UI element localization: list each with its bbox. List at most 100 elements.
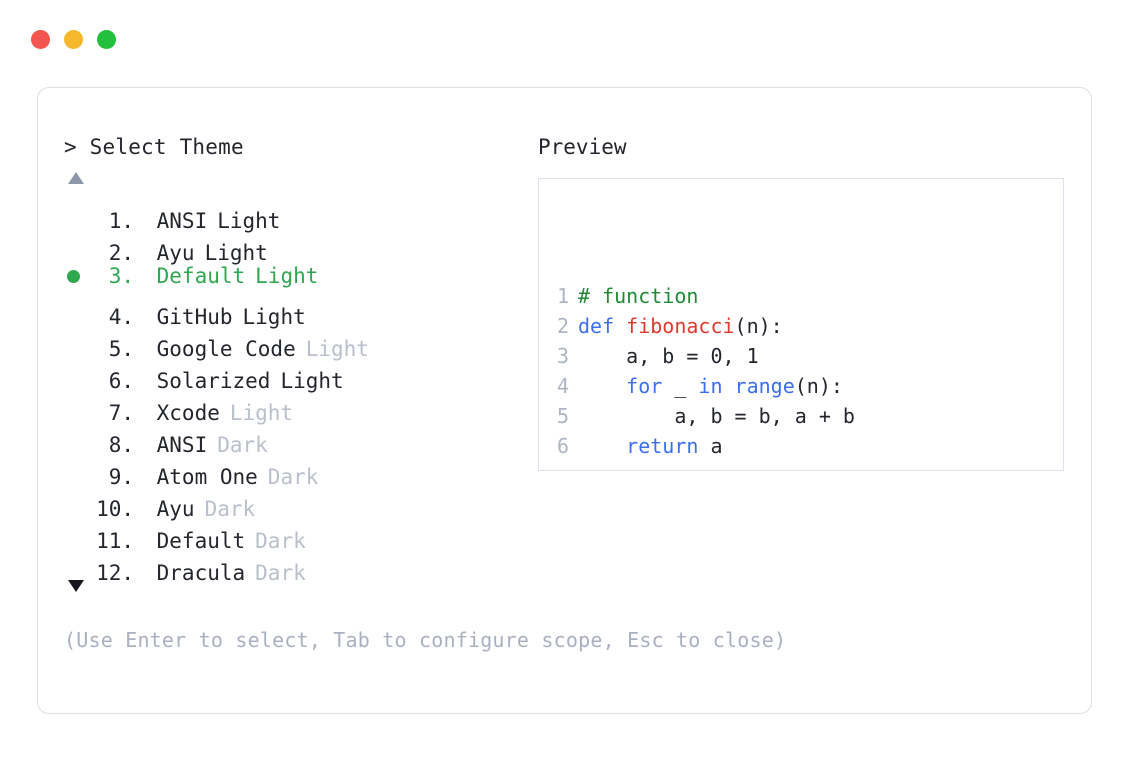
theme-list-item[interactable]: 4. GitHub Light [64, 292, 534, 329]
code-token: (n): [794, 374, 843, 398]
theme-item-index: 10. [96, 497, 134, 521]
theme-item-variant: Light [255, 264, 319, 288]
code-line: 6 return a [549, 431, 1063, 461]
code-line: 5 a, b = b, a + b [549, 401, 1063, 431]
line-number: 3 [556, 344, 569, 368]
theme-item-variant: Light [242, 305, 306, 329]
code-line: 4 for _ in range(n): [549, 371, 1063, 401]
theme-item-name: Google Code [144, 337, 296, 361]
theme-list-item[interactable]: 9. Atom One Dark [64, 452, 534, 489]
theme-item-variant: Light [280, 369, 344, 393]
code-line: 1 # function [549, 281, 1063, 311]
theme-item-name: Solarized [144, 369, 271, 393]
theme-item-index: 3. [108, 264, 134, 288]
code-token: fibonacci [626, 314, 735, 338]
theme-list-item[interactable]: 10. Ayu Dark [64, 484, 534, 521]
code-token: a [698, 434, 723, 458]
selection-bullet-slot [64, 516, 92, 548]
triangle-up-icon[interactable] [68, 172, 84, 184]
keyboard-hint: (Use Enter to select, Tab to configure s… [64, 628, 787, 652]
theme-item-variant: Dark [204, 497, 256, 521]
theme-item-variant: Light [204, 241, 268, 265]
selection-bullet-slot [64, 452, 92, 484]
theme-item-index: 6. [108, 369, 134, 393]
theme-item-index: 1. [108, 209, 134, 233]
code-line: 3 a, b = 0, 1 [549, 341, 1063, 371]
theme-item-name: ANSI [144, 433, 208, 457]
line-number: 5 [556, 404, 569, 428]
preview-title: Preview [538, 135, 627, 159]
code-token [578, 434, 626, 458]
line-number: 6 [556, 434, 569, 458]
theme-item-variant: Dark [267, 465, 319, 489]
maximize-window-button[interactable] [97, 30, 116, 49]
code-line: 2 def fibonacci(n): [549, 311, 1063, 341]
selection-bullet-slot [64, 292, 92, 324]
theme-item-name: GitHub [144, 305, 233, 329]
theme-item-name: Atom One [144, 465, 258, 489]
selection-bullet-slot [64, 484, 92, 516]
theme-item-name: Ayu [144, 241, 195, 265]
selection-bullet-slot [64, 196, 92, 228]
theme-item-variant: Light [217, 209, 281, 233]
selection-bullet-slot [64, 420, 92, 452]
triangle-down-icon[interactable] [68, 580, 84, 592]
theme-item-name: Ayu [144, 497, 195, 521]
selection-bullet-slot [64, 261, 92, 293]
code-token: (n): [734, 314, 783, 338]
theme-item-index: 7. [108, 401, 134, 425]
theme-item-name: Default [144, 529, 246, 553]
theme-item-name: Default [144, 264, 246, 288]
selection-bullet-slot [64, 548, 92, 580]
theme-list-item[interactable]: 6. Solarized Light [64, 356, 534, 393]
selection-bullet-slot [64, 388, 92, 420]
theme-item-variant: Light [305, 337, 369, 361]
theme-list-item[interactable]: 2. Ayu Light [64, 228, 534, 265]
selection-bullet-slot [64, 356, 92, 388]
code-token [578, 374, 626, 398]
code-token: a, b = b, a + b [578, 404, 855, 428]
close-window-button[interactable] [31, 30, 50, 49]
code-token: return [626, 434, 699, 458]
theme-item-index: 8. [108, 433, 134, 457]
theme-list-item[interactable]: 7. Xcode Light [64, 388, 534, 425]
window-traffic-lights [31, 30, 116, 49]
code-token: a, b = 0, 1 [578, 344, 759, 368]
theme-item-index: 9. [108, 465, 134, 489]
code-token: for [626, 374, 663, 398]
theme-list-item[interactable]: 12. Dracula Dark [64, 548, 534, 585]
theme-item-name: Xcode [144, 401, 220, 425]
theme-item-index: 12. [96, 561, 134, 585]
theme-list-item[interactable]: 8. ANSI Dark [64, 420, 534, 457]
code-token: # function [578, 284, 699, 308]
theme-item-index: 4. [108, 305, 134, 329]
theme-item-variant: Dark [255, 561, 306, 585]
theme-item-name: ANSI [144, 209, 208, 233]
line-number: 4 [556, 374, 569, 398]
theme-item-name: Dracula [144, 561, 246, 585]
theme-list-item[interactable]: 3. Default Light [64, 260, 534, 292]
minimize-window-button[interactable] [64, 30, 83, 49]
selection-bullet-slot [64, 228, 92, 260]
selection-bullet-slot [64, 324, 92, 356]
code-token: _ [662, 374, 699, 398]
code-token: def [578, 314, 627, 338]
theme-item-variant: Light [229, 401, 294, 425]
theme-item-index: 2. [108, 241, 134, 265]
theme-list-item[interactable]: 1. ANSI Light [64, 196, 534, 233]
theme-item-variant: Dark [255, 529, 306, 553]
theme-item-variant: Dark [217, 433, 268, 457]
line-number: 1 [556, 284, 569, 308]
line-number: 2 [556, 314, 569, 338]
selected-bullet-icon [67, 270, 80, 283]
page-title: > Select Theme [64, 135, 244, 159]
